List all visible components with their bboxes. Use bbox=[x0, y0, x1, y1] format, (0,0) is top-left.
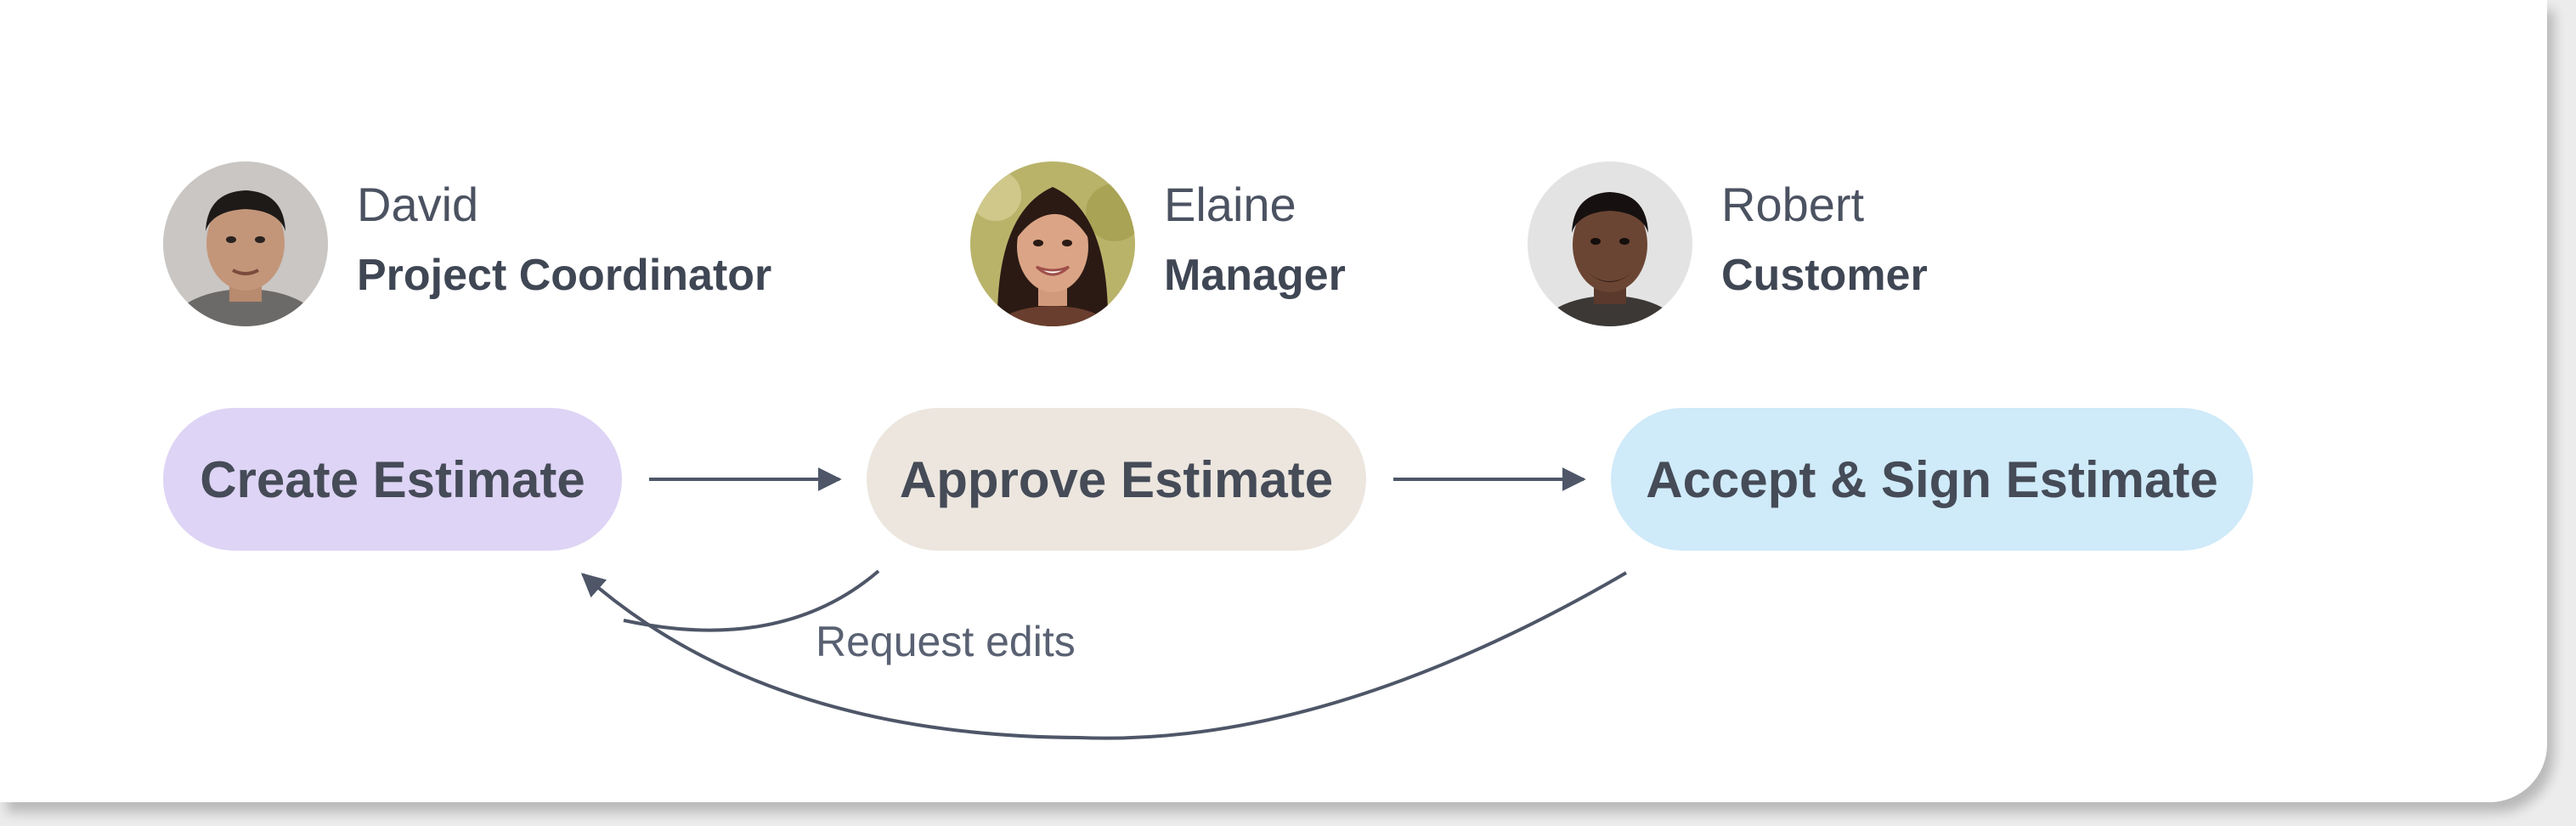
person-avatar-icon bbox=[1528, 161, 1692, 326]
person-role: Manager bbox=[1164, 251, 1346, 300]
step-approve-estimate: Approve Estimate bbox=[867, 408, 1366, 551]
person-avatar-icon bbox=[970, 161, 1135, 326]
edge-accept-return-to-create bbox=[580, 571, 1628, 740]
person-name: David bbox=[357, 178, 479, 231]
step-accept-sign-estimate: Accept & Sign Estimate bbox=[1611, 408, 2253, 551]
edge-approve-request-edits bbox=[623, 569, 880, 632]
person-name: Elaine bbox=[1164, 178, 1296, 231]
person-name: Robert bbox=[1721, 178, 1865, 231]
step-create-estimate: Create Estimate bbox=[163, 408, 622, 551]
person-role: Customer bbox=[1721, 251, 1928, 300]
diagram-card: David Project Coordinator Elaine Manager bbox=[0, 0, 2547, 802]
flow-arrows bbox=[580, 467, 1628, 740]
person-role: Project Coordinator bbox=[357, 251, 772, 300]
request-edits-label: Request edits bbox=[816, 618, 1076, 665]
